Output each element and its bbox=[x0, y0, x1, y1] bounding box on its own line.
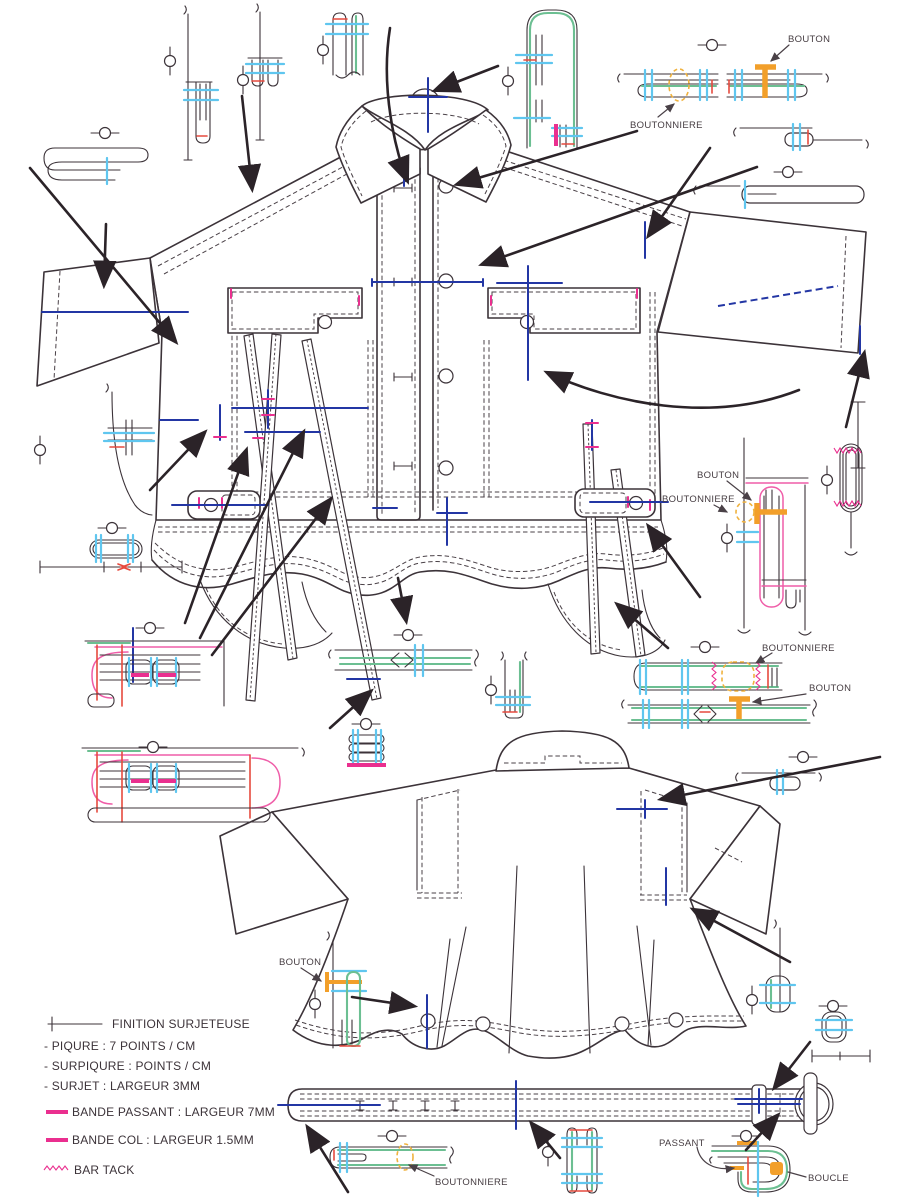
back-body bbox=[271, 767, 761, 1059]
detail-strap-end-c bbox=[324, 12, 370, 79]
back-hem-button bbox=[614, 1016, 630, 1032]
callout-bouton-lower-right: BOUTON bbox=[809, 683, 851, 694]
callout-boucle: BOUCLE bbox=[808, 1173, 849, 1184]
legend-finition: FINITION SURJETEUSE bbox=[112, 1017, 250, 1031]
detail-bracket-strap-back bbox=[735, 768, 822, 796]
detail-bracket-strap-right bbox=[733, 122, 869, 152]
detail-keeper-assembly-2 bbox=[81, 747, 305, 823]
detail-strap-end-b bbox=[244, 3, 286, 141]
back-pleats bbox=[436, 865, 655, 1054]
callout-boutonniere-lower-right: BOUTONNIERE bbox=[762, 643, 835, 654]
belt-buckle-bar bbox=[803, 1072, 818, 1135]
callout-bouton-top-right: BOUTON bbox=[788, 34, 830, 45]
callout-bouton-back: BOUTON bbox=[279, 957, 321, 968]
pocket-button bbox=[317, 314, 333, 330]
detail-long-strap-right bbox=[693, 179, 865, 210]
detail-vertical-strap bbox=[494, 651, 532, 719]
detail-pink-strap-mid-right bbox=[735, 437, 812, 636]
back-hem-button bbox=[475, 1016, 491, 1032]
detail-right-bottom-loop bbox=[811, 1011, 871, 1063]
callout-passant: PASSANT bbox=[659, 1138, 705, 1149]
front-button bbox=[438, 368, 454, 384]
detail-keeper-assembly-1 bbox=[84, 640, 225, 708]
detail-back-right-strap bbox=[758, 919, 797, 1013]
callout-boutonniere-mid-right: BOUTONNIERE bbox=[662, 494, 735, 505]
measure-marks-back bbox=[426, 799, 668, 1049]
belt-view bbox=[277, 1072, 834, 1135]
legend-bande-col: BANDE COL : LARGEUR 1.5MM bbox=[72, 1133, 254, 1147]
detail-boucle-hook bbox=[709, 1140, 791, 1198]
legend-finition-symbol bbox=[47, 1016, 103, 1032]
detail-bartack-loop bbox=[833, 443, 863, 556]
left-pocket-flap bbox=[227, 287, 363, 334]
jacket-front-view bbox=[36, 77, 867, 702]
detail-hanger-loop bbox=[512, 9, 584, 149]
detail-passant-loop bbox=[560, 1127, 604, 1194]
callout-bouton-mid-right: BOUTON bbox=[697, 470, 739, 481]
callout-boutonniere-belt: BOUTONNIERE bbox=[435, 1177, 508, 1188]
right-pocket-flap bbox=[487, 287, 641, 334]
legend-bar-tack-swatch bbox=[43, 1165, 69, 1171]
front-placket bbox=[376, 151, 454, 521]
front-left-sleeve bbox=[36, 257, 160, 387]
detail-ref-line-left bbox=[102, 383, 156, 516]
detail-strap-boutonniere-lower bbox=[633, 658, 783, 696]
detail-back-bouton-strap bbox=[325, 931, 368, 1049]
detail-strap-bouton-lower bbox=[621, 696, 817, 730]
callout-labels: BOUTON BOUTONNIERE BOUTON BOUTONNIERE BO… bbox=[279, 34, 851, 1188]
back-left-sleeve bbox=[219, 811, 349, 935]
measure-marks-belt bbox=[277, 1080, 803, 1130]
back-right-sleeve bbox=[689, 805, 781, 935]
legend-piqure: - PIQURE : 7 POINTS / CM bbox=[44, 1039, 195, 1053]
sleeve-measure-dashed bbox=[717, 285, 839, 307]
detail-notched-strap bbox=[328, 643, 479, 678]
detail-strap-end-a bbox=[182, 5, 220, 161]
front-right-sleeve bbox=[657, 211, 867, 354]
position-markers bbox=[33, 35, 848, 1167]
detail-folded-strap bbox=[43, 147, 149, 186]
detail-belt-end-strap bbox=[329, 1141, 454, 1174]
front-button bbox=[438, 460, 454, 476]
detail-strap-boutonniere-top bbox=[617, 68, 719, 102]
back-yoke-panels bbox=[416, 789, 688, 901]
legend-surjet: - SURJET : LARGEUR 3MM bbox=[44, 1079, 200, 1093]
legend-surpiqure: - SURPIQURE : POINTS / CM bbox=[44, 1059, 211, 1073]
detail-bracket-right bbox=[850, 401, 866, 469]
detail-loop-left bbox=[39, 533, 183, 574]
collar bbox=[335, 88, 512, 204]
detail-loop-stack bbox=[347, 728, 386, 767]
legend: FINITION SURJETEUSE - PIQURE : 7 POINTS … bbox=[43, 1016, 275, 1177]
legend-bande-passant: BANDE PASSANT : LARGEUR 7MM bbox=[72, 1105, 275, 1119]
annotation-arrows bbox=[28, 26, 882, 1194]
back-hem-button bbox=[668, 1012, 684, 1028]
detail-strap-bouton-top bbox=[726, 64, 829, 102]
callout-boutonniere-top: BOUTONNIERE bbox=[630, 120, 703, 131]
jacket-back-view bbox=[219, 730, 781, 1059]
back-collar-stand bbox=[495, 730, 630, 772]
legend-bar-tack: BAR TACK bbox=[74, 1163, 135, 1177]
